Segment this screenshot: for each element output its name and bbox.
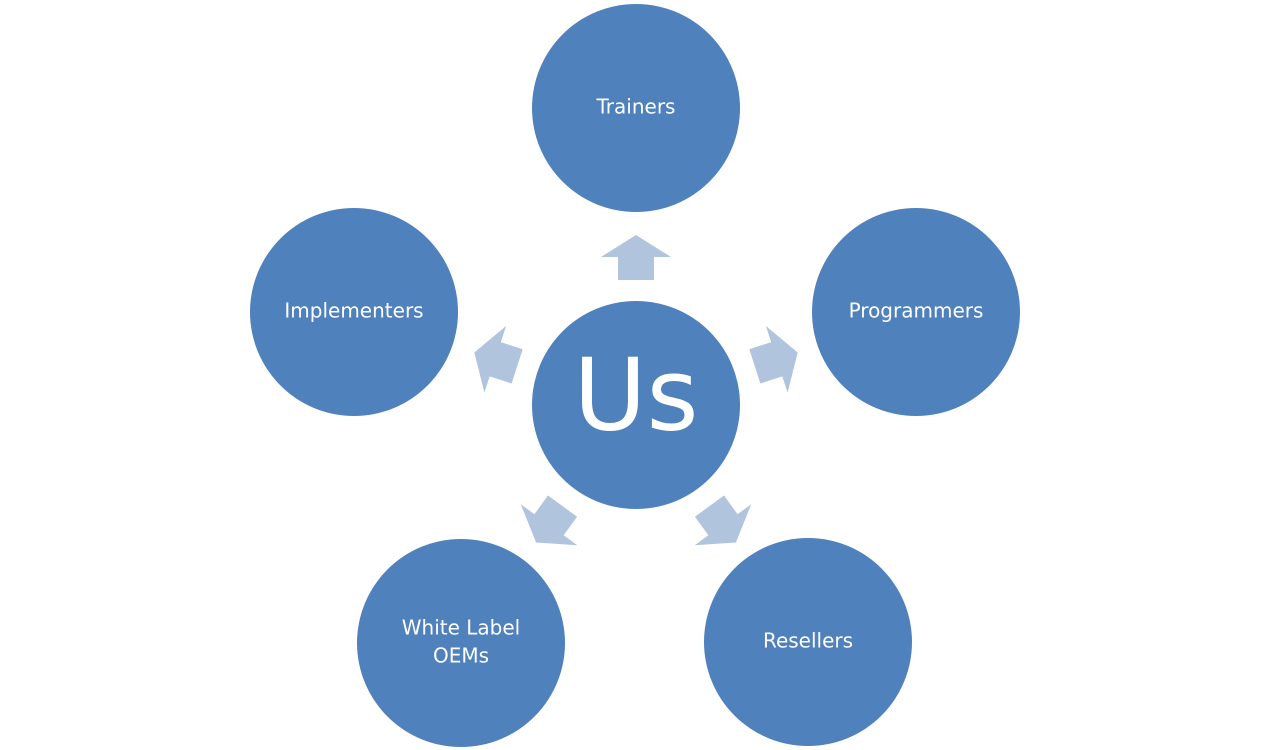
arrows-layer — [474, 235, 798, 546]
node-programmers: Programmers — [812, 208, 1020, 416]
arrow-to-programmers — [749, 326, 798, 393]
node-label-implementers: Implementers — [284, 299, 423, 323]
center-circle — [532, 301, 740, 509]
node-white-label-oems: White Label OEMs — [357, 539, 565, 747]
node-label-white-label-oems-line1: White Label — [402, 616, 520, 640]
arrow-to-implementers — [474, 326, 523, 393]
node-circle-programmers — [812, 208, 1020, 416]
node-label-programmers: Programmers — [849, 299, 984, 323]
arrow-to-resellers — [694, 495, 752, 546]
center-node: Us — [532, 301, 740, 509]
node-resellers: Resellers — [704, 538, 912, 746]
node-circle-white-label-oems — [357, 539, 565, 747]
center-label: Us — [573, 336, 698, 453]
node-label-resellers: Resellers — [763, 629, 853, 653]
node-implementers: Implementers — [250, 208, 458, 416]
node-circle-implementers — [250, 208, 458, 416]
node-label-white-label-oems-line2: OEMs — [433, 644, 489, 668]
node-label-trainers: Trainers — [596, 95, 676, 119]
node-trainers: Trainers — [532, 4, 740, 212]
node-circle-trainers — [532, 4, 740, 212]
arrow-to-white-label-oems — [520, 495, 578, 546]
arrow-to-trainers — [601, 235, 671, 280]
node-circle-resellers — [704, 538, 912, 746]
